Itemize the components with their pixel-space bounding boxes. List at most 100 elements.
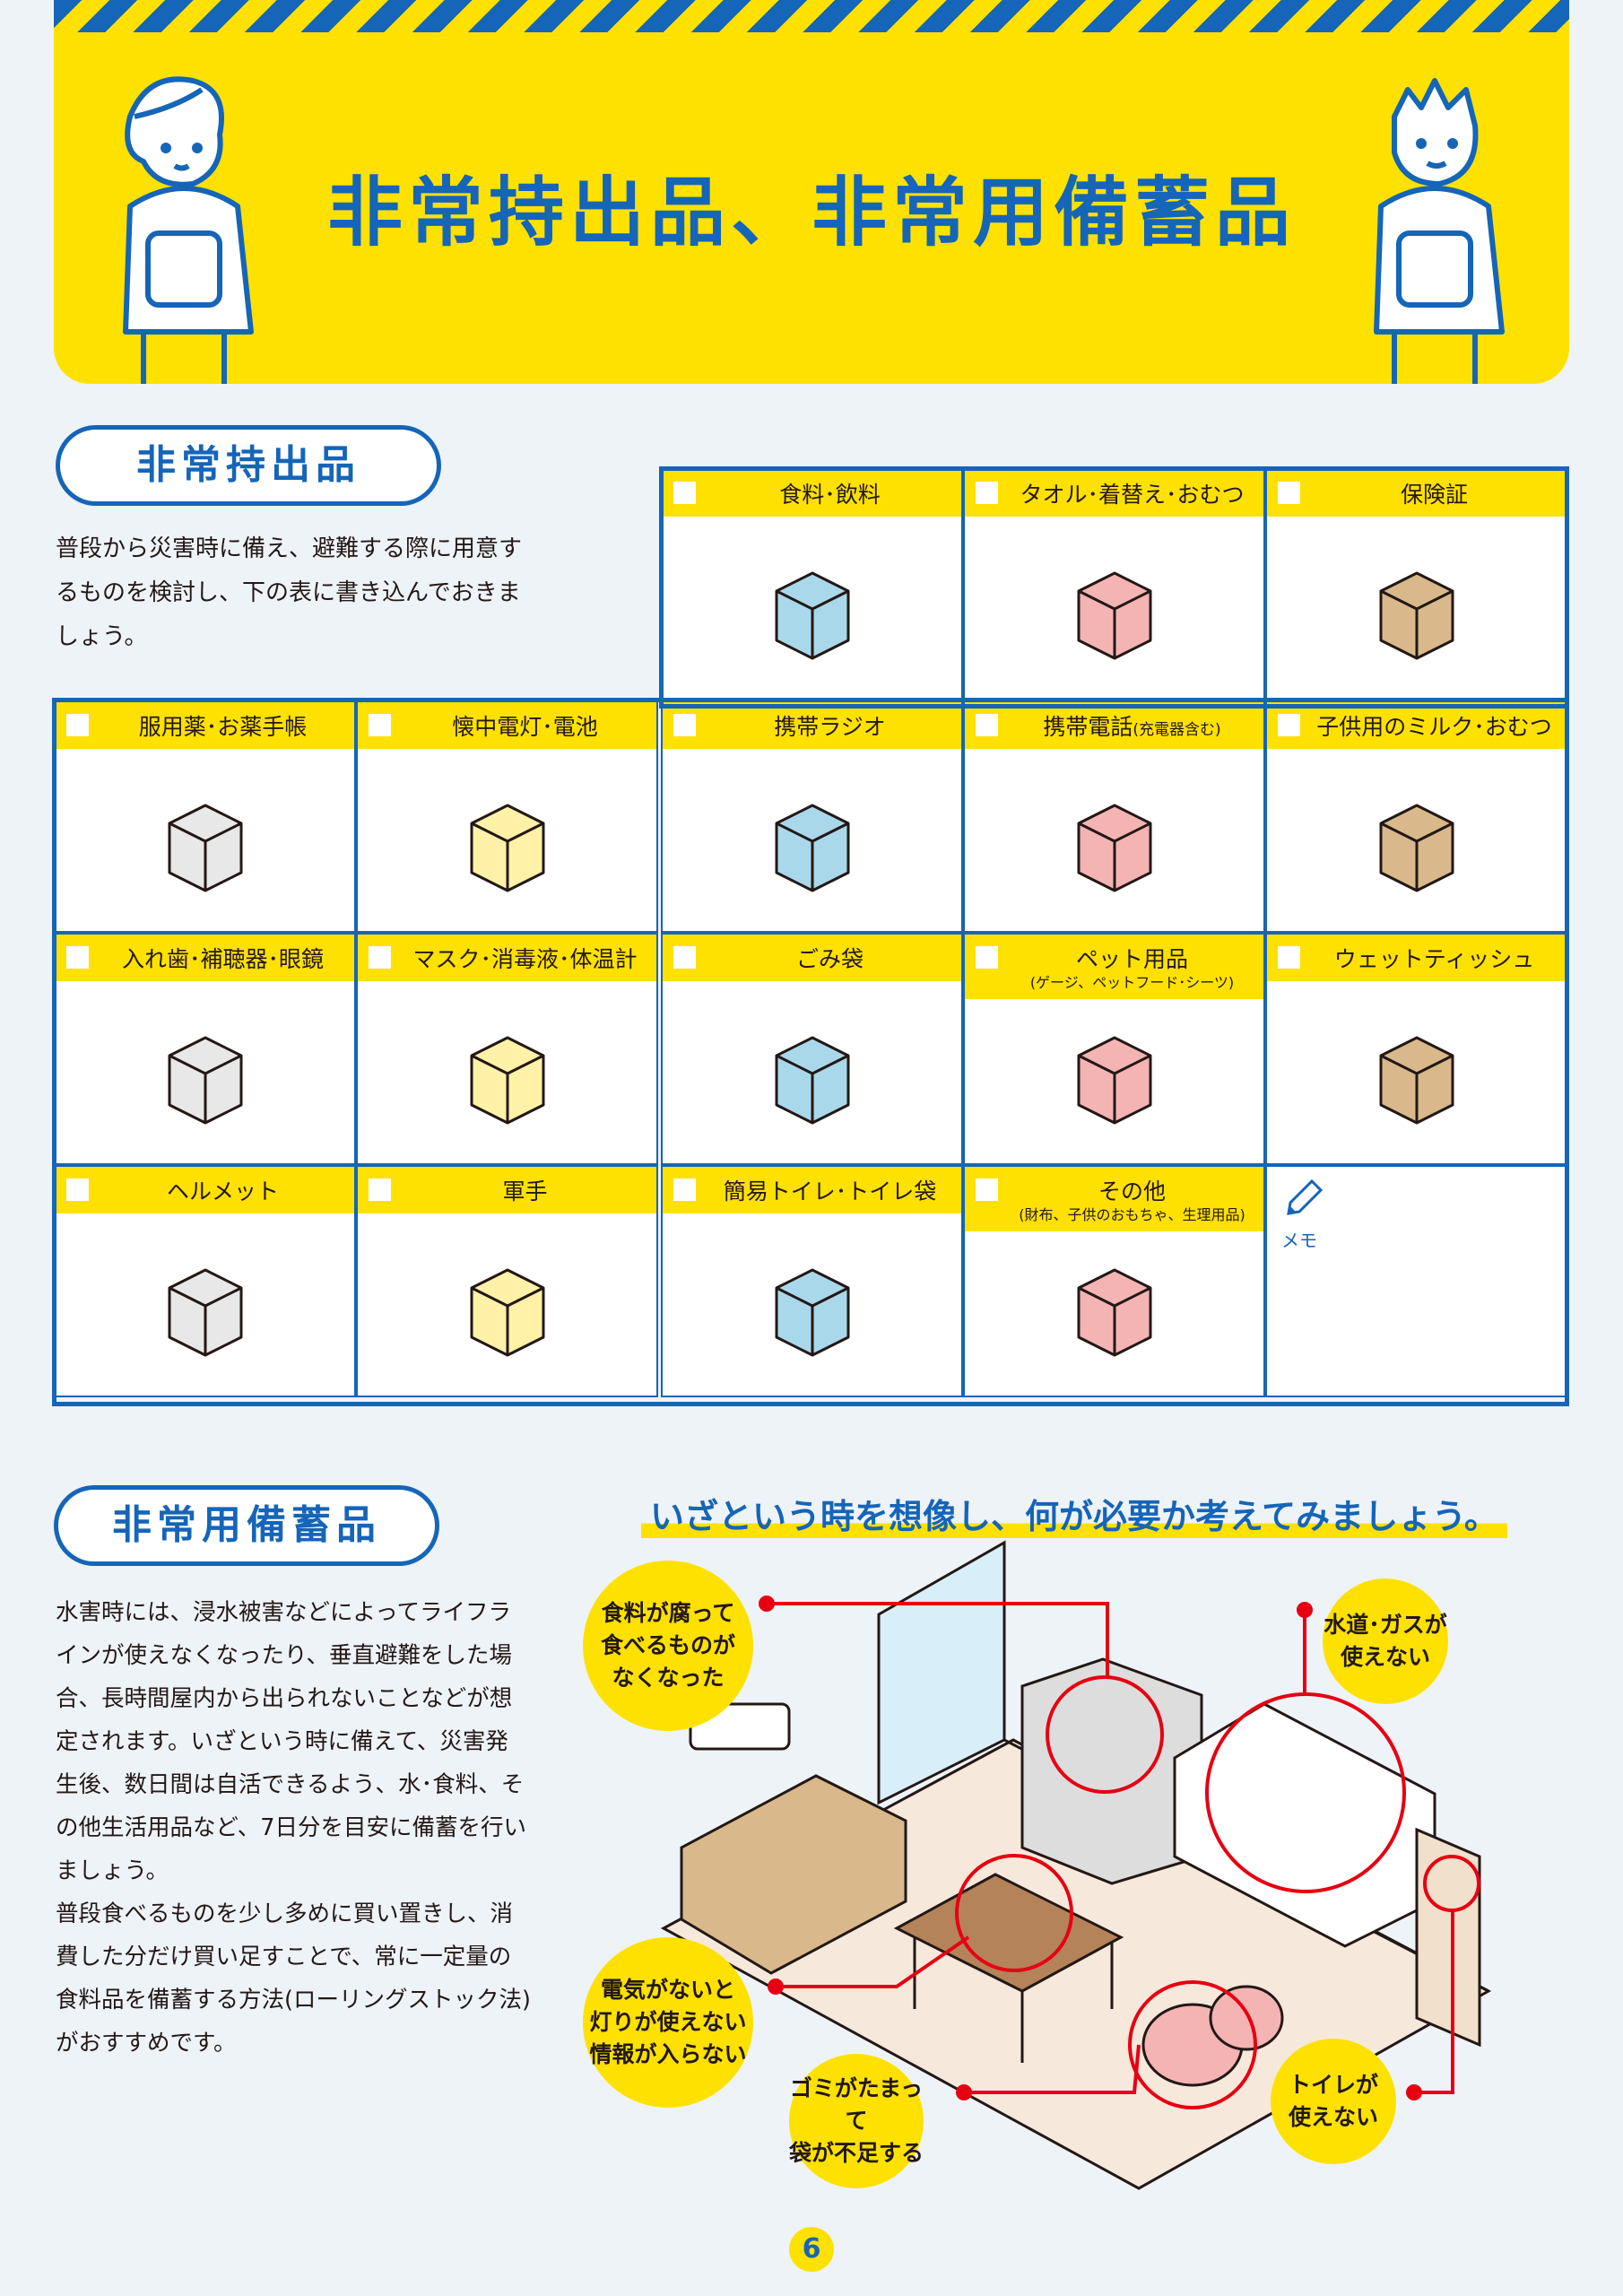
checklist-item: その他 (財布、子供のおもちゃ、生理用品) [963,1165,1265,1397]
item-label: 軍手 [502,1178,548,1205]
table-icon [893,1873,1124,1993]
towel-clothes-icon [1077,571,1151,660]
item-header: 懐中電灯･電池 [358,702,656,749]
item-header: ペット用品 (ゲージ、ペットフード･シーツ) [965,935,1263,999]
carry-out-description: 普段から災害時に備え、避難する際に用意するものを検討し、下の表に書き込んでおきま… [56,535,523,650]
item-header: 携帯ラジオ [663,702,961,749]
item-label: ペット用品 [1075,946,1188,972]
item-checkbox[interactable] [66,714,89,736]
portable-toilet-icon [775,1268,849,1357]
item-checkbox[interactable] [369,1178,391,1201]
item-sublabel: (財布、子供のおもちゃ、生理用品) [1019,1206,1245,1223]
item-header: 軍手 [358,1167,656,1213]
item-header: 子供用のミルク･おむつ [1267,702,1566,749]
item-label: 食料･飲料 [779,482,881,508]
item-checkbox[interactable] [369,714,391,736]
item-label: その他 [1098,1178,1166,1205]
item-header: 簡易トイレ･トイレ袋 [663,1167,961,1213]
garbage-bag-icon [775,1036,849,1125]
item-header: タオル･着替え･おむつ [965,470,1263,517]
item-checkbox[interactable] [976,482,998,504]
callout-garbage: ゴミがたまって 袋が不足する [789,2054,924,2188]
baby-milk-icon [1379,804,1454,892]
mask-sanitizer-icon [470,1036,544,1125]
radio-icon [775,804,849,892]
callout-lines [767,1602,1480,2109]
checklist-item: 保険証 [1265,468,1567,700]
page-number: 6 [789,2227,834,2272]
item-header: 入れ歯･補聴器･眼鏡 [56,935,354,981]
checklist-item: 懐中電灯･電池 [356,700,658,933]
stockpile-paragraph: 水害時には、浸水被害などによってライフラインが使えなくなったり、垂直避難をした場… [56,1599,526,1884]
checklist-item: 携帯ラジオ [661,700,963,933]
checklist-item: 携帯電話(充電器含む) [963,700,1265,933]
girl-with-backpack-icon [123,76,254,384]
item-label: ヘルメット [166,1178,279,1205]
item-label: 保険証 [1400,482,1468,508]
item-label: 携帯ラジオ [774,714,886,740]
checklist-item: ごみ袋 [661,933,963,1165]
item-checkbox[interactable] [673,714,696,736]
checklist-item: ペット用品 (ゲージ、ペットフード･シーツ) [963,933,1265,1165]
page-title: 非常持出品、非常用備蓄品 [326,169,1296,257]
item-header: ウェットティッシュ [1267,935,1566,981]
dentures-glasses-icon [168,1036,242,1125]
item-checkbox[interactable] [673,1178,696,1201]
item-checkbox[interactable] [673,946,696,969]
medicine-icon [168,804,242,892]
item-checkbox[interactable] [976,1178,998,1201]
item-label: タオル･着替え･おむつ [1020,482,1245,508]
item-checkbox[interactable] [976,714,998,736]
item-label: マスク･消毒液･体温計 [412,946,638,972]
hazard-stripes [54,0,1569,32]
item-checkbox[interactable] [1278,482,1300,504]
helmet-icon [168,1268,242,1357]
item-checkbox[interactable] [66,1178,89,1201]
item-checkbox[interactable] [1278,946,1300,969]
counter-icon [680,1774,907,1975]
callout-food: 食料が腐って 食べるものが なくなった [583,1561,753,1731]
checklist-item: 子供用のミルク･おむつ [1265,700,1567,933]
flashlight-icon [470,804,544,892]
item-checkbox[interactable] [673,482,696,504]
callout-electricity: 電気がないと 灯りが使えない 情報が入らない [583,1937,753,2108]
item-checkbox[interactable] [1278,714,1300,736]
checklist-item: ヘルメット [54,1165,356,1397]
stockpile-paragraph: 普段食べるものを少し多めに買い置きし、消費した分だけ買い足すことで、常に一定量の… [56,1900,531,2057]
boy-with-backpack-icon [1374,78,1505,384]
item-checkbox[interactable] [369,946,391,969]
checklist-item: 軍手 [356,1165,658,1397]
item-label: 携帯電話(充電器含む) [1043,714,1221,740]
toilet-door-icon [1415,1827,1481,2048]
item-label: ごみ袋 [795,946,864,972]
item-header: マスク･消毒液･体温計 [358,935,656,981]
item-label: 服用薬･お薬手帳 [138,714,308,740]
item-checkbox[interactable] [976,946,998,969]
checklist-item: 簡易トイレ･トイレ袋 [661,1165,963,1397]
checklist-item: タオル･着替え･おむつ [963,468,1265,700]
item-sublabel: (ゲージ、ペットフード･シーツ) [1029,974,1235,991]
item-header: 食料･飲料 [663,470,961,517]
item-label: ウェットティッシュ [1333,946,1535,972]
item-label: 懐中電灯･電池 [452,714,598,740]
stockpile-heading: 非常用備蓄品 [54,1485,439,1566]
item-label: 子供用のミルク･おむつ [1316,714,1552,740]
memo-label: メモ [1281,1230,1317,1251]
checklist-item: 食料･飲料 [661,468,963,700]
checklist-item: 入れ歯･補聴器･眼鏡 [54,933,356,1165]
others-icon [1077,1268,1151,1357]
checklist-item: 服用薬･お薬手帳 [54,700,356,933]
insurance-card-icon [1379,571,1454,660]
item-header: ヘルメット [56,1167,354,1213]
food-drink-icon [775,571,849,660]
item-header: 服用薬･お薬手帳 [56,702,354,749]
item-label: 入れ歯･補聴器･眼鏡 [121,946,324,972]
memo-cell[interactable]: メモ [1265,1165,1567,1397]
item-checkbox[interactable] [66,946,89,969]
checklist-item: マスク･消毒液･体温計 [356,933,658,1165]
gloves-icon [470,1268,544,1357]
phone-icon [1077,804,1151,892]
pencil-icon [1287,1178,1324,1215]
callout-water-gas: 水道･ガスが 使えない [1323,1578,1448,1704]
